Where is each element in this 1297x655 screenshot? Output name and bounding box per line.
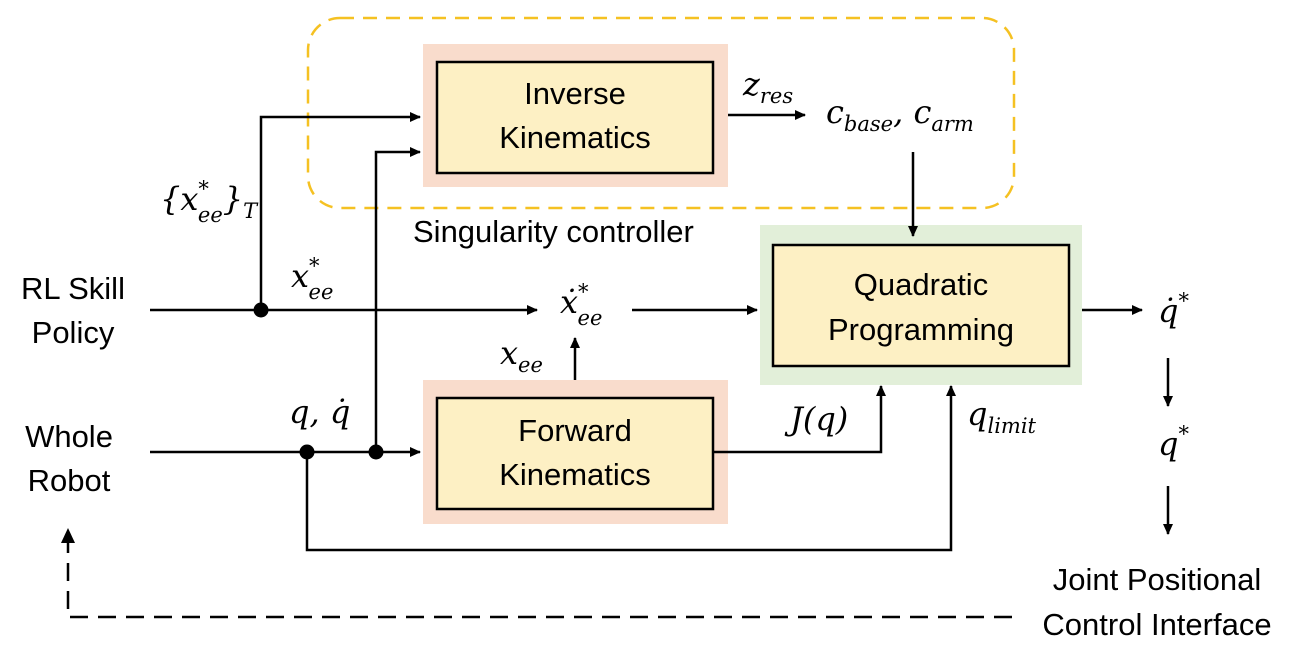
whole-robot-label-line1: Whole xyxy=(25,419,113,454)
policy-to-ik-arrow xyxy=(259,112,421,310)
ee-velocity-target-label: ẋ*ee xyxy=(560,280,602,330)
ee-target-label: x*ee xyxy=(291,254,333,304)
inverse-kinematics-label-line2: Kinematics xyxy=(499,120,651,155)
quadratic-programming-label-line1: Quadratic xyxy=(854,267,988,302)
q-limit-label: qlimit xyxy=(967,395,1037,438)
qdot-star-label: q̇* xyxy=(1158,289,1189,330)
rl-skill-policy-label-line1: RL Skill xyxy=(21,271,125,306)
whole-robot-label-line2: Robot xyxy=(28,463,111,498)
joint-state-label: q, q̇ xyxy=(289,393,350,431)
policy-junction-dot xyxy=(253,302,269,318)
quadratic-programming-block xyxy=(771,243,1071,368)
robot-junction-dot-2 xyxy=(368,444,384,460)
singularity-controller-label: Singularity controller xyxy=(413,214,694,249)
rl-skill-policy-label-line2: Policy xyxy=(32,315,115,350)
robot-junction-dot-1 xyxy=(299,444,315,460)
jacobian-label: J(q) xyxy=(784,400,848,438)
q-star-label: q* xyxy=(1158,422,1189,463)
inverse-kinematics-label-line1: Inverse xyxy=(524,76,626,111)
z-res-label: zres xyxy=(742,65,793,108)
inverse-kinematics-block xyxy=(435,60,715,175)
joint-interface-label-line1: Joint Positional xyxy=(1053,562,1262,597)
feedback-dashed-line xyxy=(66,530,1012,619)
robot-to-qlimit-arrow xyxy=(305,385,956,552)
quadratic-programming-label-line2: Programming xyxy=(828,312,1014,347)
fk-jacobian-arrow xyxy=(713,385,886,454)
singularity-controller-group xyxy=(306,16,1016,210)
forward-kinematics-label-line1: Forward xyxy=(518,413,632,448)
forward-kinematics-label-line2: Kinematics xyxy=(499,457,651,492)
joint-interface-label-line2: Control Interface xyxy=(1042,607,1271,642)
cost-weights-label: cbase, carm xyxy=(826,93,974,136)
forward-kinematics-block xyxy=(435,396,715,511)
ee-pose-label: xee xyxy=(500,334,543,377)
trajectory-target-label: {x*ee}T xyxy=(160,177,259,227)
feedback-arrowhead xyxy=(61,528,75,543)
robot-to-ik-arrow xyxy=(374,147,421,452)
